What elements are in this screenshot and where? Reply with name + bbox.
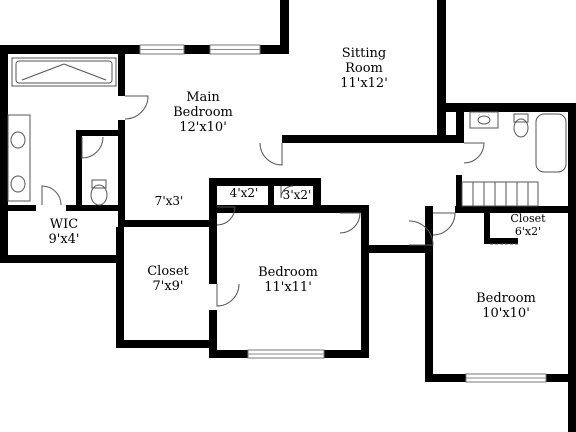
bedroom-11x11-dims: 11'x11' <box>264 280 312 295</box>
closet-6x2-name: Closet <box>510 212 546 225</box>
closet-6x2-label: Closet 6'x2' <box>510 212 545 238</box>
main-bath-fixtures <box>7 57 117 206</box>
windows <box>139 44 547 383</box>
bedroom-11x11-label: Bedroom 11'x11' <box>258 265 318 295</box>
main-bedroom-dims: 12'x10' <box>179 120 227 135</box>
stairs <box>461 181 539 207</box>
bedroom-10x10-name: Bedroom <box>476 291 536 306</box>
wic-name: WIC <box>49 217 79 232</box>
bedroom-10x10-label: Bedroom 10'x10' <box>476 291 536 321</box>
closet-7x9-label: Closet 7'x9' <box>147 264 189 294</box>
passage-dims: 7'x3' <box>154 194 184 208</box>
main-bedroom-name-line1: Main <box>186 90 220 105</box>
passage-label: 7'x3' <box>155 194 184 208</box>
bedroom-10x10-dims: 10'x10' <box>482 306 530 321</box>
closet-7x9-name: Closet <box>147 264 189 279</box>
main-bedroom-name-line2: Bedroom <box>173 105 233 120</box>
sitting-room-dims: 11'x12' <box>340 76 388 91</box>
closet-3x2-dims: 3'x2' <box>282 188 312 202</box>
bedroom-11x11-name: Bedroom <box>258 265 318 280</box>
closet-6x2-dims: 6'x2' <box>514 225 542 238</box>
sitting-room-label: Sitting Room 11'x12' <box>340 46 388 91</box>
wic-label: WIC 9'x4' <box>48 217 79 247</box>
second-bath-fixtures <box>461 111 567 207</box>
closet-4x2-dims: 4'x2' <box>229 186 259 200</box>
door-swings <box>124 95 518 307</box>
closet-7x9-dims: 7'x9' <box>152 279 184 294</box>
sitting-room-name-line2: Room <box>345 61 383 76</box>
sitting-room-name-line1: Sitting <box>341 46 387 61</box>
closet-3x2-label: 3'x2' <box>283 188 312 202</box>
closet-4x2-label: 4'x2' <box>230 186 259 200</box>
wic-dims: 9'x4' <box>48 232 80 247</box>
main-bedroom-label: Main Bedroom 12'x10' <box>173 90 233 135</box>
